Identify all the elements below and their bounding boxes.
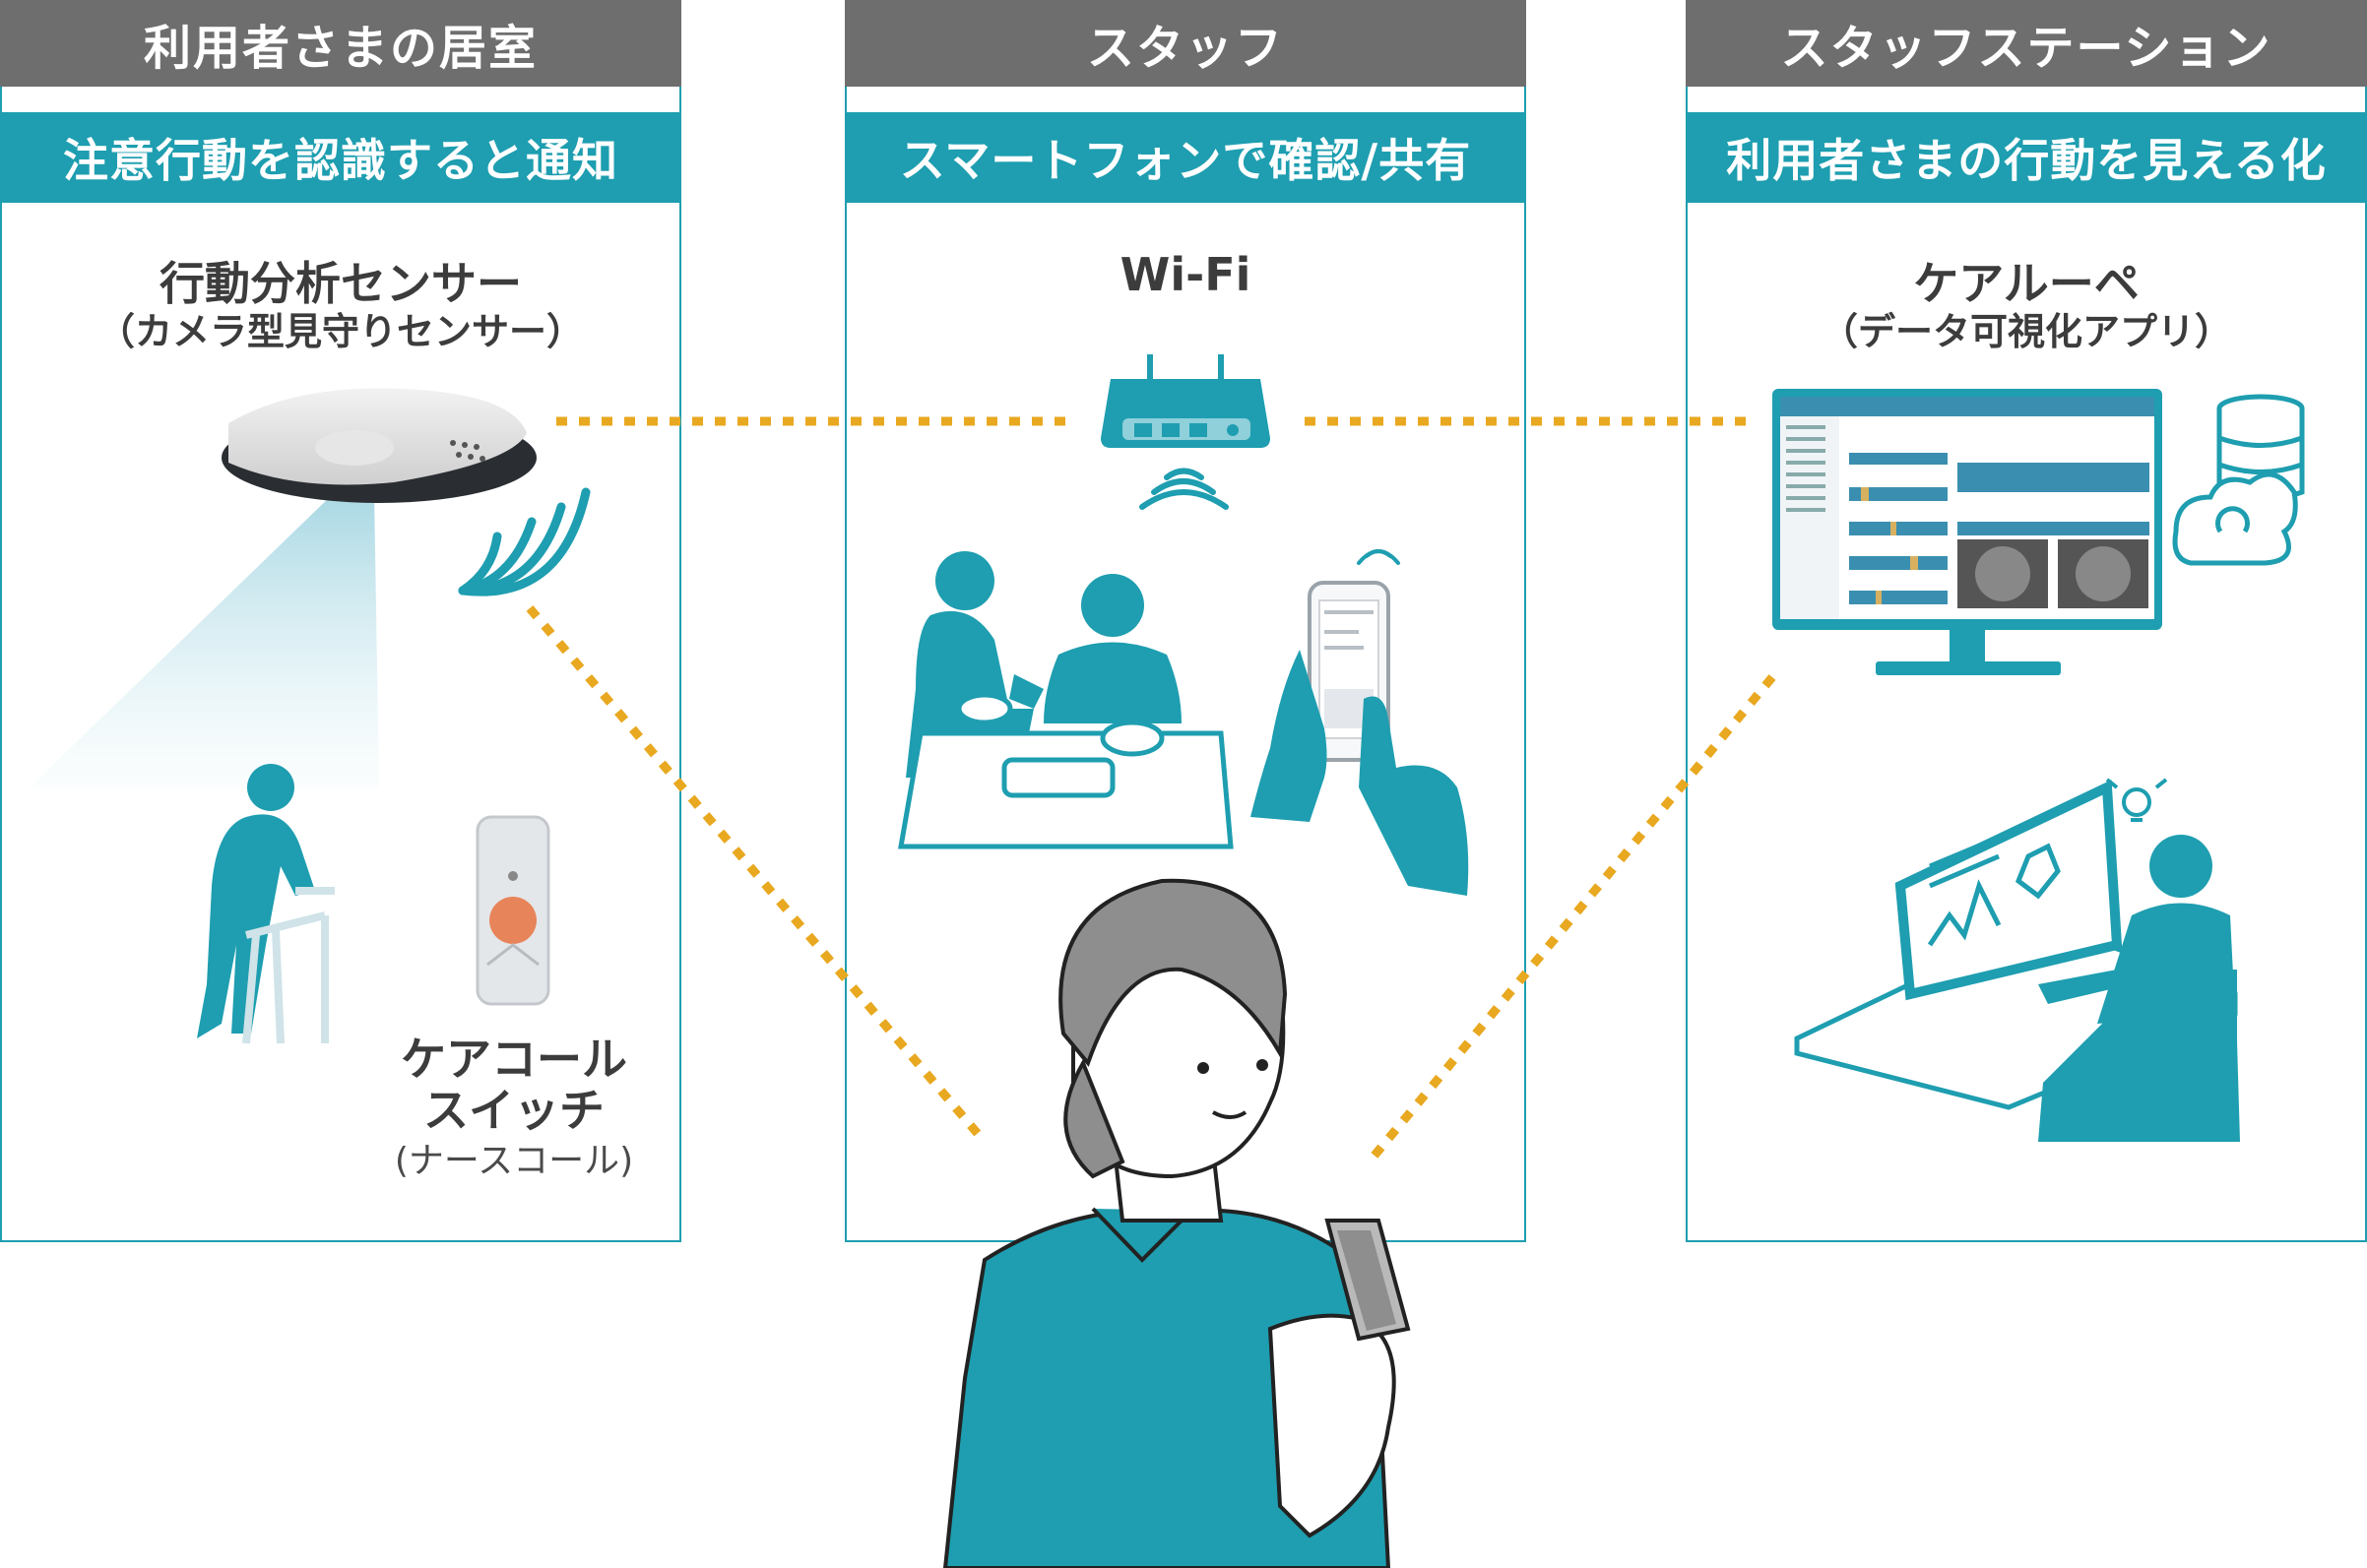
monitor-dashboard-icon [1772,389,2162,675]
database-cloud-icon [2172,394,2305,566]
wifi-router-icon [1101,354,1270,510]
dining-table-icon [898,692,1234,849]
switch-subtitle: (ナースコール) [394,1141,634,1181]
panel-subheader: スマートフォンで確認/共有 [845,112,1526,203]
ceiling-sensor-icon [30,388,537,787]
elderly-walker-icon [197,764,335,1044]
device-subtitle: （データ可視化アプリ） [1820,310,2232,353]
hand-smartphone-icon [1250,549,1469,896]
device-name: ケアルーペ [1913,257,2140,310]
wireless-signal-icon [458,487,591,596]
switch-name-line1: ケアコール [401,1033,627,1086]
panel-resident-room: 利用者さまの居室 注意行動を認識すると通知 行動分析センサー （カメラ型見守りセ… [0,0,681,1242]
connection-lines [526,416,1776,1160]
panel-subheader: 注意行動を認識すると通知 [0,112,681,203]
analyst-desk-icon [1794,778,2240,1142]
panel-header: スタッフ [845,0,1526,87]
panel-subheader: 利用者さまの行動を見える化 [1686,112,2367,203]
device-name: Wi-Fi [1120,248,1251,301]
device-subtitle: （カメラ型見守りセンサー） [96,310,584,353]
panel-header: 利用者さまの居室 [0,0,681,87]
device-name: 行動分析センサー [160,257,522,310]
staff-member-with-phone-icon [942,878,1411,1568]
care-call-switch-icon [476,815,550,1006]
switch-name-line2: スイッチ [423,1084,605,1137]
panel-header: スタッフステーション [1686,0,2367,87]
